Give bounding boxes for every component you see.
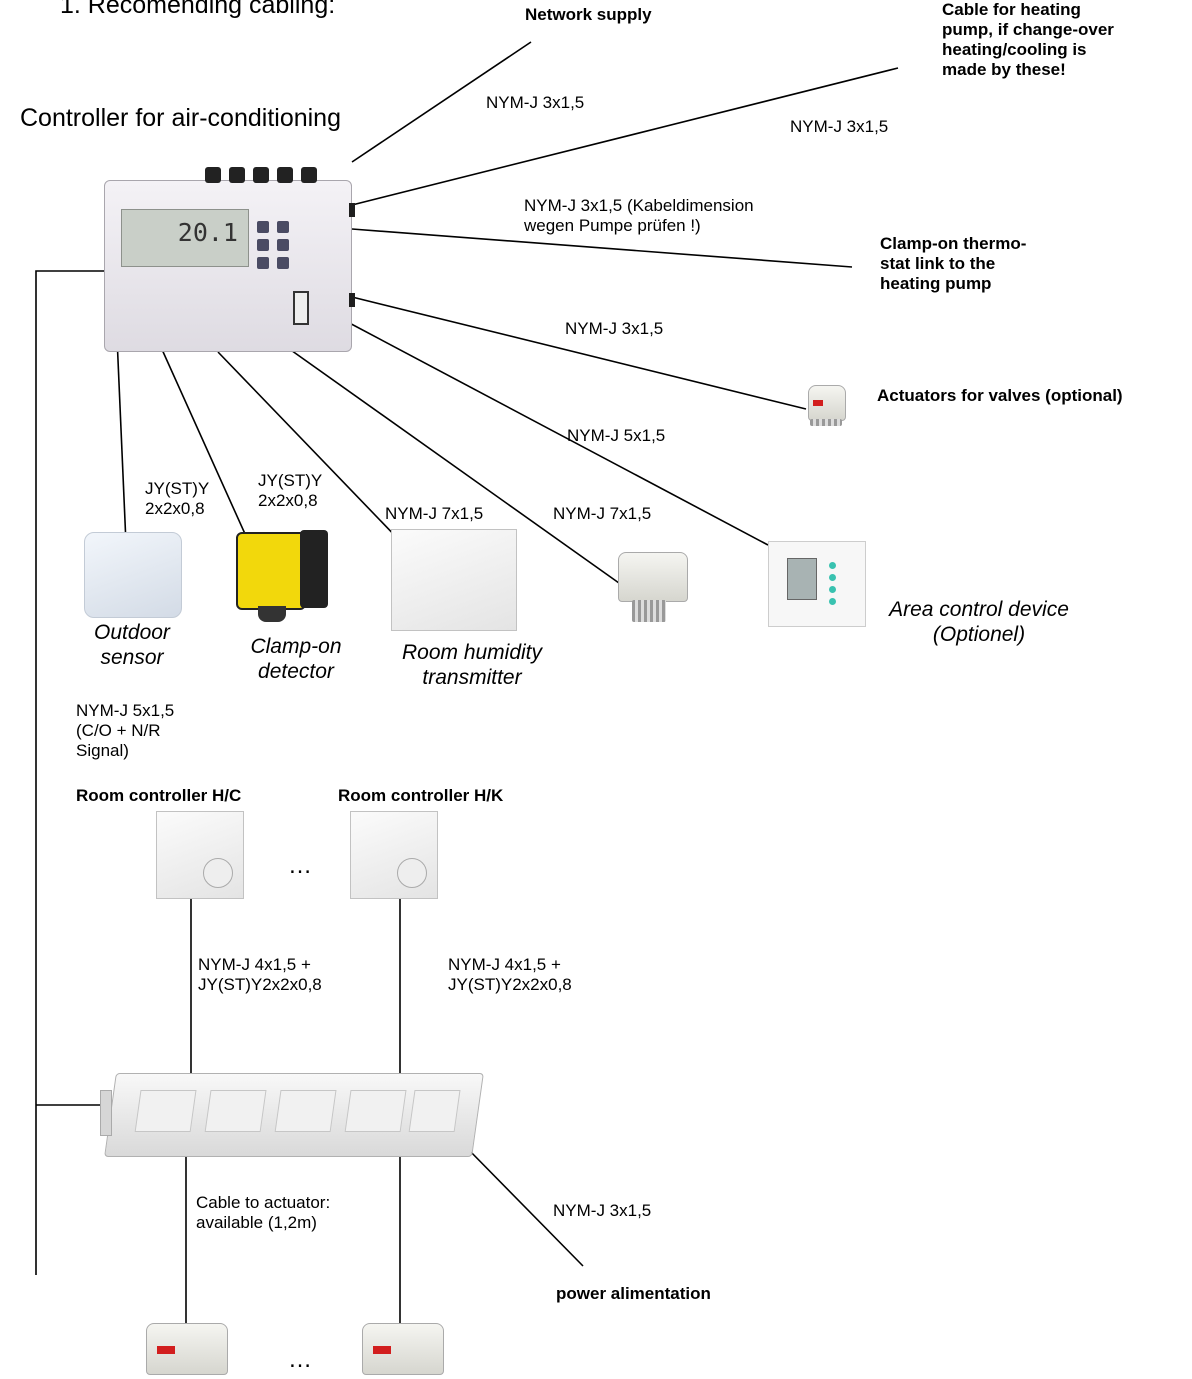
clamp-on-detector-image bbox=[236, 532, 306, 610]
controller-title: Controller for air-conditioning bbox=[20, 104, 341, 132]
actuators-valves-label: Actuators for valves (optional) bbox=[877, 386, 1123, 405]
actuator-2-icon bbox=[362, 1323, 444, 1375]
cable-room-hc-label: NYM-J 4x1,5 + JY(ST)Y2x2x0,8 bbox=[198, 955, 322, 995]
distributor-box-image bbox=[104, 1073, 484, 1157]
valve-actuator-middle-icon bbox=[618, 552, 688, 602]
room-controller-hk-image bbox=[350, 811, 438, 899]
room-controller-hk-label: Room controller H/K bbox=[338, 786, 504, 805]
more-actuators: … bbox=[288, 1346, 312, 1373]
cable-area-control-label: NYM-J 5x1,5 bbox=[567, 426, 666, 445]
cable-room-hk-label: NYM-J 4x1,5 + JY(ST)Y2x2x0,8 bbox=[448, 955, 572, 995]
cable-humidity-label: NYM-J 7x1,5 bbox=[385, 504, 484, 523]
room-controller-hc-image bbox=[156, 811, 244, 899]
cable-actuator-label: Cable to actuator: available (1,2m) bbox=[196, 1193, 331, 1233]
wire-network-supply bbox=[351, 41, 532, 163]
valve-actuator-icon bbox=[808, 385, 846, 421]
controller-display: 20.1 bbox=[121, 209, 249, 267]
area-control-device-image bbox=[768, 541, 866, 627]
wire-clamp-thermostat bbox=[351, 228, 853, 268]
wire-actuators bbox=[351, 296, 807, 410]
cable-valve-actuator-label: NYM-J 7x1,5 bbox=[553, 504, 652, 523]
cable-clamp-label: JY(ST)Y 2x2x0,8 bbox=[258, 471, 323, 511]
page-heading: 1. Recomending cabling: bbox=[60, 0, 336, 19]
power-alimentation-label: power alimentation bbox=[556, 1284, 711, 1303]
cable-outdoor-label: JY(ST)Y 2x2x0,8 bbox=[145, 479, 210, 519]
clamp-thermostat-label: Clamp-on thermo- stat link to the heatin… bbox=[880, 234, 1027, 294]
cable-pump-check-label: NYM-J 3x1,5 (Kabeldimension wegen Pumpe … bbox=[524, 196, 754, 236]
clamp-on-detector-caption: Clamp-on detector bbox=[250, 635, 342, 683]
wire-heating-pump bbox=[351, 67, 899, 206]
cable-power-label: NYM-J 3x1,5 bbox=[553, 1201, 652, 1220]
usb-port-icon bbox=[293, 291, 309, 325]
cable-room-bus-label: NYM-J 5x1,5 (C/O + N/R Signal) bbox=[76, 701, 175, 761]
room-controller-hc-label: Room controller H/C bbox=[76, 786, 242, 805]
heating-pump-label: Cable for heating pump, if change-over h… bbox=[942, 0, 1114, 80]
cable-network-label: NYM-J 3x1,5 bbox=[486, 93, 585, 112]
network-supply-label: Network supply bbox=[525, 5, 652, 24]
actuator-1-icon bbox=[146, 1323, 228, 1375]
wire-room-bus bbox=[35, 270, 104, 1275]
area-control-caption: Area control device (Optionel) bbox=[889, 598, 1069, 646]
wire-power bbox=[465, 1146, 584, 1267]
wire-area-control bbox=[339, 317, 769, 546]
humidity-transmitter-image bbox=[391, 529, 517, 631]
outdoor-sensor-image bbox=[84, 532, 182, 618]
air-conditioning-controller: 20.1 bbox=[104, 167, 355, 352]
more-room-controllers: … bbox=[288, 852, 312, 879]
cable-actuators-label: NYM-J 3x1,5 bbox=[565, 319, 664, 338]
outdoor-sensor-caption: Outdoor sensor bbox=[94, 621, 170, 669]
wire-valve-actuator bbox=[287, 347, 627, 589]
cable-heating-pump-label: NYM-J 3x1,5 bbox=[790, 117, 889, 136]
humidity-transmitter-caption: Room humidity transmitter bbox=[401, 641, 543, 689]
